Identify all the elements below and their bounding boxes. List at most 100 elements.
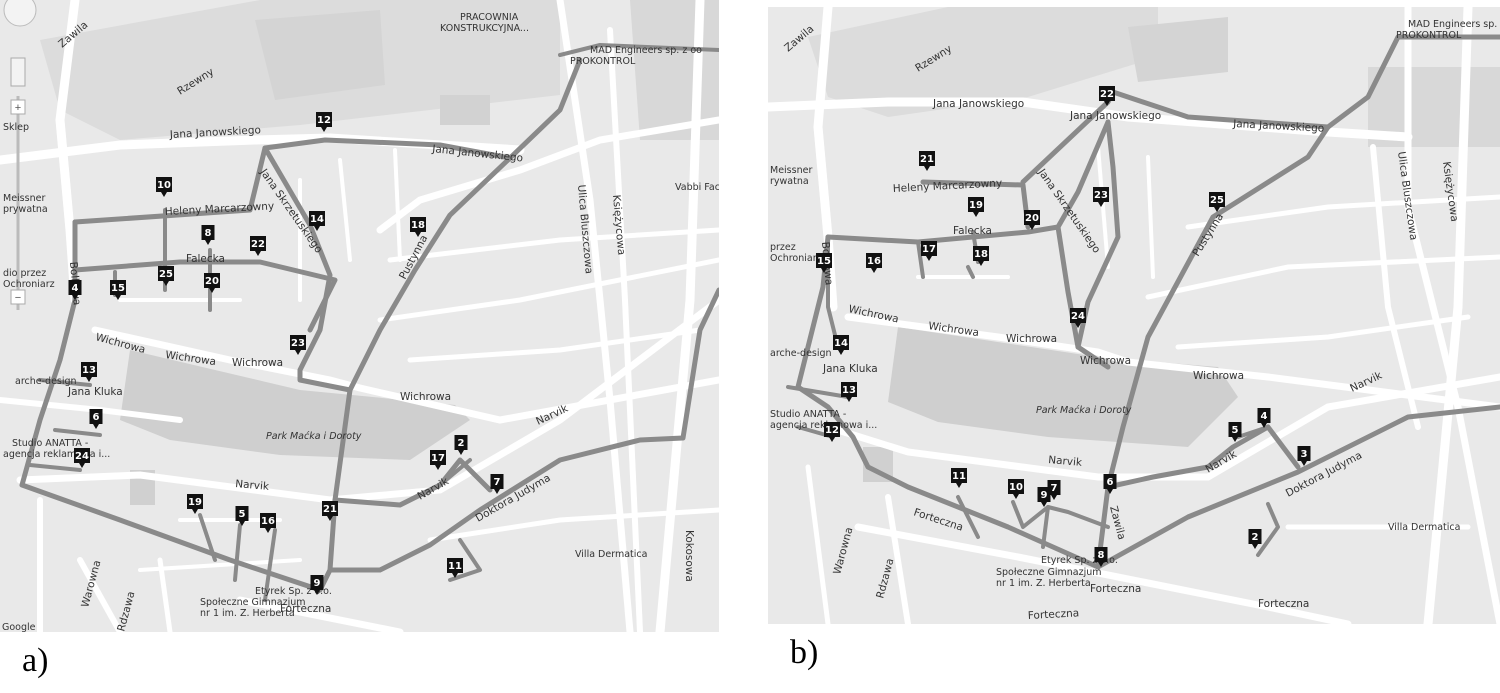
route-marker-17[interactable]: 17 [430,450,446,470]
route-marker-19[interactable]: 19 [968,197,984,217]
poi-label: Społeczne Gimnazjum [200,597,306,608]
route-marker-2[interactable]: 2 [454,435,468,455]
route-marker-15[interactable]: 15 [816,253,832,273]
poi-label: arche-design [15,376,77,387]
route-marker-label: 8 [1098,550,1105,561]
route-marker-9[interactable]: 9 [310,575,324,595]
route-marker-25[interactable]: 25 [1209,192,1225,212]
route-marker-24[interactable]: 24 [74,448,90,468]
route-marker-17[interactable]: 17 [921,241,937,261]
park-area [120,350,470,460]
street-label: Kokosowa [683,530,695,582]
route-marker-label: 12 [317,115,331,126]
route-marker-14[interactable]: 14 [309,211,325,231]
route-marker-2[interactable]: 2 [1248,529,1262,549]
route-marker-10[interactable]: 10 [156,177,172,197]
route-marker-10[interactable]: 10 [1008,479,1024,499]
poi-label: Społeczne Gimnazjum [996,567,1102,578]
route-marker-label: 10 [1009,482,1023,493]
poi-label: Studio ANATTA - [12,438,88,449]
zoom-in-button-a[interactable] [10,99,26,115]
route-marker-9[interactable]: 9 [1037,487,1051,507]
route-marker-label: 14 [310,214,324,225]
poi-label: Meissner [3,193,45,204]
route-marker-21[interactable]: 21 [322,501,338,521]
poi-label: Park Maćka i Doroty [1036,405,1132,416]
pan-control-a[interactable] [3,0,37,27]
zoom-out-button-a[interactable] [10,289,26,305]
route-marker-11[interactable]: 11 [951,468,967,488]
route-marker-label: 24 [75,451,89,462]
map-b-canvas: Zawila Rzewny Jana Janowskiego Jana Jano… [768,7,1500,624]
route-marker-15[interactable]: 15 [110,280,126,300]
route-marker-22[interactable]: 22 [1099,86,1115,106]
route-marker-label: 7 [494,477,501,488]
poi-label: Sklep [3,122,29,133]
route-marker-23[interactable]: 23 [1093,187,1109,207]
map-panel-a[interactable]: + − Zawila Rzewny Jana Janowskiego Jana … [0,0,719,632]
poi-label: Studio ANATTA - [770,409,846,420]
route-marker-label: 4 [1261,411,1268,422]
route-marker-label: 20 [205,276,219,287]
route-marker-25[interactable]: 25 [158,266,174,286]
pegman-icon[interactable] [10,57,26,87]
route-marker-6[interactable]: 6 [89,409,103,429]
route-marker-22[interactable]: 22 [250,236,266,256]
street-label: Forteczna [1028,607,1080,622]
route-marker-label: 11 [448,561,462,572]
route-marker-8[interactable]: 8 [1094,547,1108,567]
poi-label: Villa Dermatica [1388,522,1460,533]
route-marker-20[interactable]: 20 [1024,210,1040,230]
street-label: Jana Kluka [67,386,123,398]
route-marker-4[interactable]: 4 [68,280,82,300]
street-label: Wichrowa [1193,370,1244,382]
route-marker-18[interactable]: 18 [973,246,989,266]
route-marker-18[interactable]: 18 [410,217,426,237]
route-marker-3[interactable]: 3 [1297,446,1311,466]
route-marker-16[interactable]: 16 [866,253,882,273]
poi-label: rywatna [770,176,809,187]
route-marker-13[interactable]: 13 [81,362,97,382]
route-marker-23[interactable]: 23 [290,335,306,355]
route-marker-6[interactable]: 6 [1103,474,1117,494]
route-marker-label: 15 [817,256,831,267]
street-label: Falecka [186,253,225,265]
route-marker-label: 5 [1232,425,1239,436]
route-marker-label: 16 [867,256,881,267]
route-marker-13[interactable]: 13 [841,382,857,402]
route-marker-label: 9 [314,578,321,589]
route-marker-label: 15 [111,283,125,294]
route-marker-label: 24 [1071,311,1085,322]
route-marker-11[interactable]: 11 [447,558,463,578]
route-marker-8[interactable]: 8 [201,225,215,245]
route-marker-5[interactable]: 5 [1228,422,1242,442]
route-marker-16[interactable]: 16 [260,513,276,533]
route-marker-24[interactable]: 24 [1070,308,1086,328]
street-label: Narvik [235,478,271,493]
map-panel-b[interactable]: Zawila Rzewny Jana Janowskiego Jana Jano… [768,7,1500,624]
route-marker-5[interactable]: 5 [235,506,249,526]
poi-label: Park Maćka i Doroty [266,431,362,442]
poi-label: PRACOWNIA [460,12,519,23]
street-label: Księżycowa [610,194,627,256]
route-marker-12[interactable]: 12 [316,112,332,132]
route-marker-19[interactable]: 19 [187,494,203,514]
route-marker-14[interactable]: 14 [833,335,849,355]
route-marker-20[interactable]: 20 [204,273,220,293]
street-label: Forteczna [280,603,331,615]
route-marker-21[interactable]: 21 [919,151,935,171]
route-marker-12[interactable]: 12 [824,422,840,442]
street-label: Wichrowa [232,357,283,369]
poi-label: Villa Dermatica [575,549,647,560]
poi-label: prywatna [3,204,48,215]
route-marker-label: 25 [159,269,173,280]
poi-label: PROKONTROL [570,56,636,67]
street-label: Narvik [1048,454,1084,469]
route-marker-7[interactable]: 7 [1047,480,1061,500]
poi-label: dio przez [3,268,46,279]
route-marker-7[interactable]: 7 [490,474,504,494]
route-marker-label: 9 [1041,490,1048,501]
route-marker-4[interactable]: 4 [1257,408,1271,428]
route-marker-label: 17 [431,453,445,464]
park-area [888,327,1238,447]
